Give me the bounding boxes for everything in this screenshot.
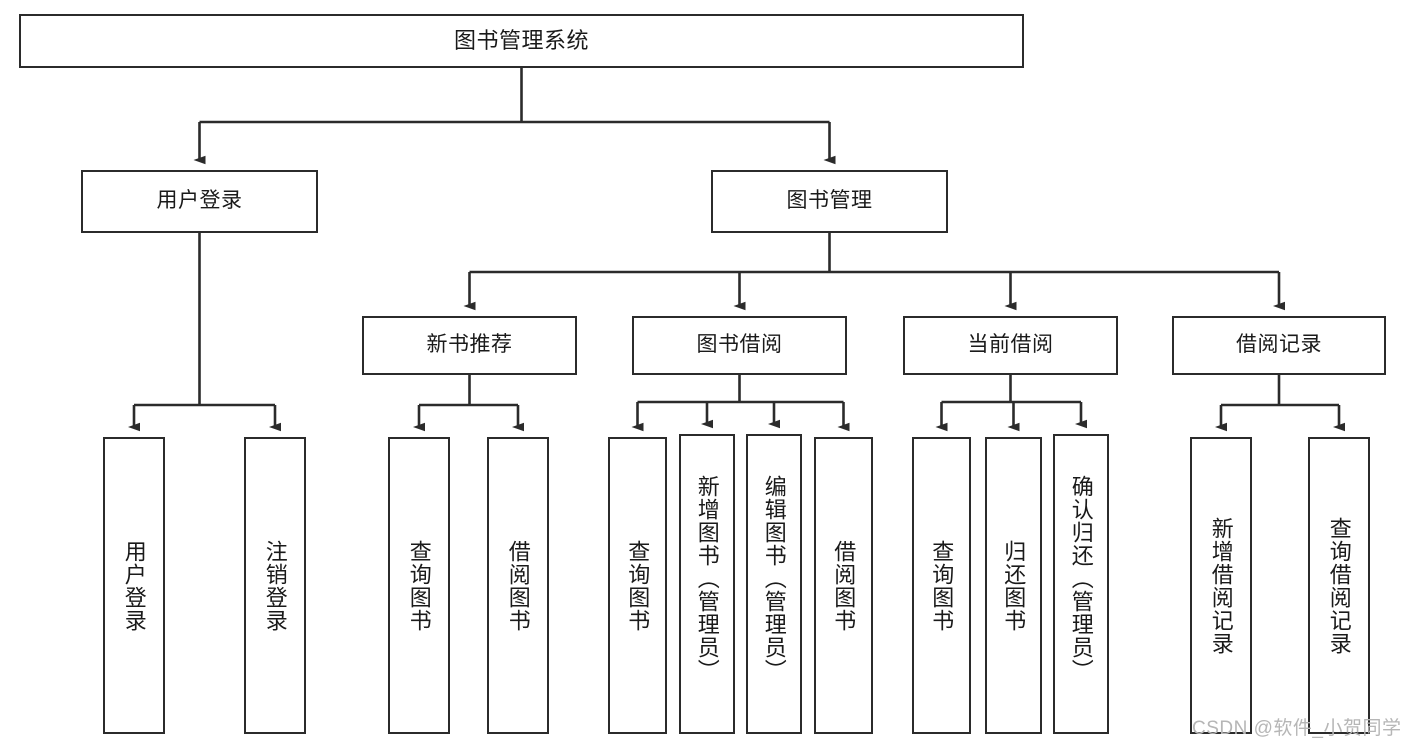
node-label: 归还图书 [1001,539,1027,632]
node-user-login[interactable]: 用户登录 [81,170,318,233]
node-label: 新增借阅记录 [1208,516,1234,655]
node-leaf-confirm-return[interactable]: 确认归还（管理员） [1053,434,1109,734]
node-leaf-return-book[interactable]: 归还图书 [985,437,1042,734]
node-root[interactable]: 图书管理系统 [19,14,1024,68]
node-leaf-borrow-book-rec[interactable]: 借阅图书 [487,437,549,734]
node-leaf-query-book-borrow[interactable]: 查询图书 [608,437,667,734]
node-label: 当前借阅 [967,333,1054,357]
node-current-borrow[interactable]: 当前借阅 [903,316,1118,375]
node-leaf-borrow-book[interactable]: 借阅图书 [814,437,873,734]
node-label: 查询图书 [929,539,955,632]
csdn-watermark: CSDN @软件_小贺同学 [1192,718,1402,739]
node-book-manage[interactable]: 图书管理 [711,170,948,233]
node-borrow-record[interactable]: 借阅记录 [1172,316,1386,375]
node-leaf-query-book-rec[interactable]: 查询图书 [388,437,450,734]
node-label: 新书推荐 [426,333,513,357]
node-label: 编辑图书（管理员） [761,474,787,682]
node-leaf-edit-book[interactable]: 编辑图书（管理员） [746,434,802,734]
node-label: 图书管理 [786,189,873,213]
node-leaf-user-login[interactable]: 用户登录 [103,437,165,734]
node-label: 借阅图书 [831,539,857,632]
node-label: 图书管理系统 [453,27,589,53]
node-label: 用户登录 [156,189,243,213]
node-label: 查询图书 [625,539,651,632]
node-label: 用户登录 [121,539,147,632]
node-label: 确认归还（管理员） [1068,474,1094,682]
node-leaf-query-book-cur[interactable]: 查询图书 [912,437,971,734]
node-label: 借阅记录 [1236,333,1322,357]
node-leaf-query-record[interactable]: 查询借阅记录 [1308,437,1370,734]
node-leaf-add-record[interactable]: 新增借阅记录 [1190,437,1252,734]
node-label: 新增图书（管理员） [694,474,720,682]
node-leaf-logout[interactable]: 注销登录 [244,437,306,734]
node-label: 查询借阅记录 [1326,516,1352,655]
node-label: 借阅图书 [505,539,531,632]
node-label: 图书借阅 [696,333,783,357]
node-book-borrow[interactable]: 图书借阅 [632,316,847,375]
node-new-book-rec[interactable]: 新书推荐 [362,316,577,375]
node-label: 查询图书 [406,539,432,632]
node-leaf-add-book[interactable]: 新增图书（管理员） [679,434,735,734]
node-label: 注销登录 [262,539,288,632]
